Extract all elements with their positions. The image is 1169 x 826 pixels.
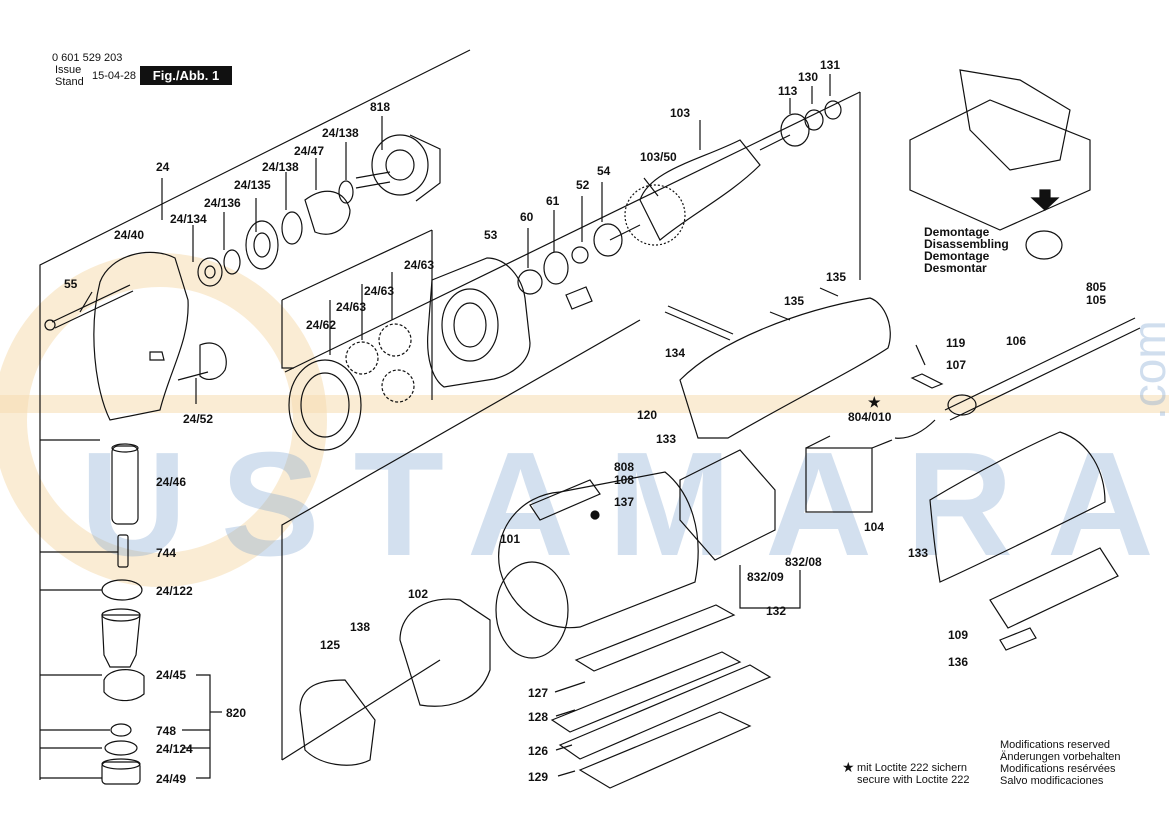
callout-label: 125 bbox=[320, 638, 341, 652]
callout-label: 109 bbox=[948, 628, 969, 642]
issue-date: 15-04-28 bbox=[92, 70, 137, 82]
callout-label: 135 bbox=[784, 294, 805, 308]
callout-label: 24/49 bbox=[156, 772, 187, 786]
callout-label: 24/136 bbox=[204, 196, 241, 210]
callout-label: 24/138 bbox=[262, 160, 299, 174]
callout-label: 804/010 bbox=[848, 410, 892, 424]
callout-label: 24/40 bbox=[114, 228, 145, 242]
issue-label: Issue bbox=[55, 64, 82, 76]
callout-label: 24/122 bbox=[156, 584, 193, 598]
callout-label: 832/08 bbox=[785, 555, 822, 569]
callout-label: 127 bbox=[528, 686, 549, 700]
callout-label: 106 bbox=[1006, 334, 1027, 348]
callout-label: 105 bbox=[1086, 293, 1107, 307]
callout-label: 132 bbox=[766, 604, 787, 618]
callout-label: 24/135 bbox=[234, 178, 271, 192]
disassembly-line: Disassembling bbox=[924, 237, 1009, 251]
loctite-note-de: mit Loctite 222 sichern bbox=[857, 762, 968, 774]
modifications-line: Modifications reserved bbox=[1000, 739, 1111, 751]
callout-label: 24/138 bbox=[322, 126, 359, 140]
stand-label: Stand bbox=[55, 76, 84, 88]
modifications-line: Änderungen vorbehalten bbox=[1000, 751, 1121, 763]
loctite-star-icon: ★ bbox=[868, 394, 881, 410]
callout-label: 24/124 bbox=[156, 742, 193, 756]
callout-label: 107 bbox=[946, 358, 967, 372]
callout-label: 101 bbox=[500, 532, 521, 546]
callout-label: 102 bbox=[408, 587, 429, 601]
callout-label: 134 bbox=[665, 346, 686, 360]
callout-label: 133 bbox=[908, 546, 929, 560]
callout-label: 54 bbox=[597, 164, 611, 178]
figure-label: Fig./Abb. 1 bbox=[140, 66, 232, 85]
callout-label: 135 bbox=[826, 270, 847, 284]
loctite-star-icon: ★ bbox=[842, 759, 855, 775]
callout-label: 128 bbox=[528, 710, 549, 724]
disassembly-line: Demontage bbox=[924, 225, 990, 239]
callout-label: 138 bbox=[350, 620, 371, 634]
callout-label: 24/63 bbox=[336, 300, 367, 314]
callout-label: 832/09 bbox=[747, 570, 784, 584]
callout-label: 748 bbox=[156, 724, 177, 738]
callout-label: 129 bbox=[528, 770, 549, 784]
callout-label: 24/52 bbox=[183, 412, 214, 426]
callout-label: 820 bbox=[226, 706, 247, 720]
callout-label: 103/50 bbox=[640, 150, 677, 164]
callout-label: 24/47 bbox=[294, 144, 325, 158]
callout-label: 133 bbox=[656, 432, 677, 446]
callout-label: 24/46 bbox=[156, 475, 187, 489]
callout-label: 60 bbox=[520, 210, 534, 224]
callout-label: 805 bbox=[1086, 280, 1107, 294]
callout-label: 24/134 bbox=[170, 212, 207, 226]
callout-label: 120 bbox=[637, 408, 658, 422]
callout-label: 24/45 bbox=[156, 668, 187, 682]
callout-label: 131 bbox=[820, 58, 841, 72]
callout-label: 24/63 bbox=[404, 258, 435, 272]
callout-label: 104 bbox=[864, 520, 885, 534]
disassembly-line: Desmontar bbox=[924, 261, 987, 275]
callout-label: 126 bbox=[528, 744, 549, 758]
callout-label: 119 bbox=[946, 336, 966, 350]
disassembly-note: Demontage Disassembling Demontage Desmon… bbox=[924, 226, 1009, 274]
callout-label: 103 bbox=[670, 106, 691, 120]
callout-label: 113 bbox=[778, 84, 798, 98]
loctite-note-en: secure with Loctite 222 bbox=[857, 774, 970, 786]
callout-label: 136 bbox=[948, 655, 969, 669]
callout-label: 53 bbox=[484, 228, 498, 242]
callout-label: 744 bbox=[156, 546, 177, 560]
callout-label: 818 bbox=[370, 100, 391, 114]
callout-label: 24/63 bbox=[364, 284, 395, 298]
callout-label: 52 bbox=[576, 178, 590, 192]
callout-label: 61 bbox=[546, 194, 560, 208]
callout-label: 130 bbox=[798, 70, 819, 84]
modifications-line: Modifications resérvées bbox=[1000, 763, 1116, 775]
callout-label: 108 bbox=[614, 473, 635, 487]
callout-label: 55 bbox=[64, 277, 78, 291]
callout-label: 137 bbox=[614, 495, 635, 509]
callout-label: 808 bbox=[614, 460, 635, 474]
doc-number: 0 601 529 203 bbox=[52, 52, 123, 64]
modifications-line: Salvo modificaciones bbox=[1000, 775, 1104, 787]
watermark-text: USTAMARA bbox=[80, 422, 1169, 587]
callout-label: 24/62 bbox=[306, 318, 337, 332]
callout-label: 24 bbox=[156, 160, 170, 174]
disassembly-line: Demontage bbox=[924, 249, 990, 263]
